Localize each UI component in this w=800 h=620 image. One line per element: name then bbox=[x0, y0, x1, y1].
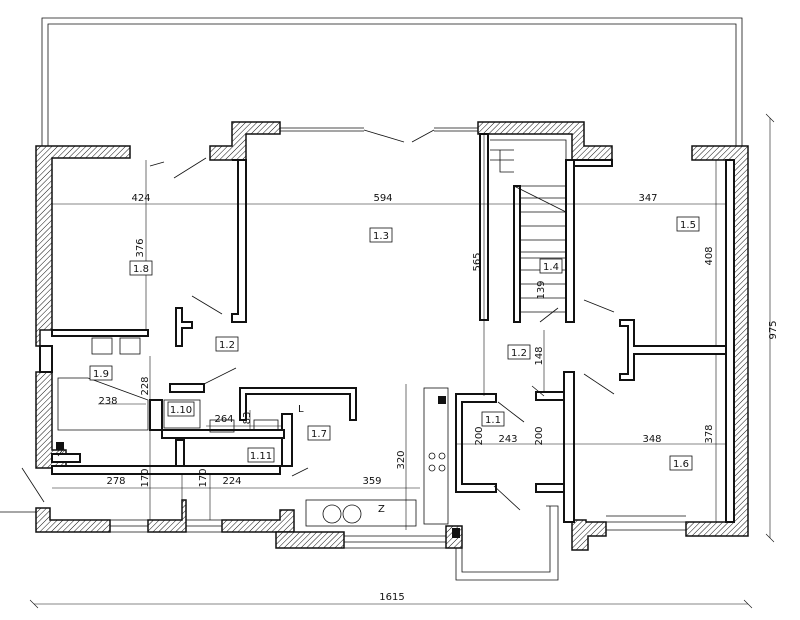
fixtures bbox=[56, 337, 460, 538]
dim-359: 359 bbox=[362, 476, 381, 487]
dim-148: 148 bbox=[534, 346, 545, 365]
door-swings bbox=[0, 129, 615, 513]
dim-238: 238 bbox=[98, 396, 117, 407]
windows bbox=[110, 127, 686, 581]
interior-walls bbox=[39, 133, 735, 523]
wardrobe-mark-l: L bbox=[298, 404, 304, 415]
dim-top-right: 347 bbox=[638, 193, 657, 204]
dim-170b: 170 bbox=[198, 468, 209, 487]
dim-170a: 170 bbox=[140, 468, 151, 487]
room-1-11: 1.11 bbox=[250, 451, 272, 462]
dimension-lines bbox=[34, 118, 771, 605]
room-1-9: 1.9 bbox=[93, 369, 109, 380]
dim-mid-height: 565 bbox=[472, 252, 483, 271]
dim-right-room-height: 408 bbox=[704, 246, 715, 265]
exterior-walls bbox=[35, 121, 749, 551]
room-1-6: 1.6 bbox=[673, 459, 689, 470]
dim-200a: 200 bbox=[474, 426, 485, 445]
room-labels: 1.3 1.8 1.5 1.4 1.2 1.2 1.9 1.10 1.7 1.1… bbox=[89, 216, 700, 515]
room-1-8: 1.8 bbox=[133, 264, 149, 275]
room-1-7: 1.7 bbox=[311, 429, 327, 440]
dim-right-lower-height: 378 bbox=[704, 424, 715, 443]
dim-243: 243 bbox=[498, 434, 517, 445]
dim-left-room-height: 376 bbox=[135, 238, 146, 257]
dim-200b: 200 bbox=[534, 426, 545, 445]
dim-224: 224 bbox=[222, 476, 241, 487]
room-1-5: 1.5 bbox=[680, 220, 696, 231]
room-1-4: 1.4 bbox=[543, 262, 559, 273]
dim-overall-width: 1615 bbox=[379, 592, 404, 603]
dim-83: 83 bbox=[242, 412, 253, 425]
room-1-2-right: 1.2 bbox=[511, 348, 527, 359]
roof-outline bbox=[41, 17, 743, 150]
dimension-ticks bbox=[29, 113, 775, 609]
dimension-labels: 424 594 347 376 565 408 378 148 139 228 … bbox=[98, 193, 779, 603]
wardrobe-mark-z: Z bbox=[378, 504, 385, 515]
dim-overall-height: 975 bbox=[768, 320, 779, 339]
room-1-10: 1.10 bbox=[170, 405, 192, 416]
room-1-2-left: 1.2 bbox=[219, 340, 235, 351]
dim-264: 264 bbox=[214, 414, 233, 425]
staircase bbox=[490, 139, 567, 323]
dim-278: 278 bbox=[106, 476, 125, 487]
dim-228: 228 bbox=[140, 376, 151, 395]
dim-139: 139 bbox=[536, 280, 547, 299]
dim-320: 320 bbox=[396, 450, 407, 469]
dim-top-mid: 594 bbox=[373, 193, 392, 204]
dim-top-left: 424 bbox=[131, 193, 150, 204]
room-1-1: 1.1 bbox=[485, 415, 501, 426]
dim-348: 348 bbox=[642, 434, 661, 445]
room-1-3: 1.3 bbox=[373, 231, 389, 242]
